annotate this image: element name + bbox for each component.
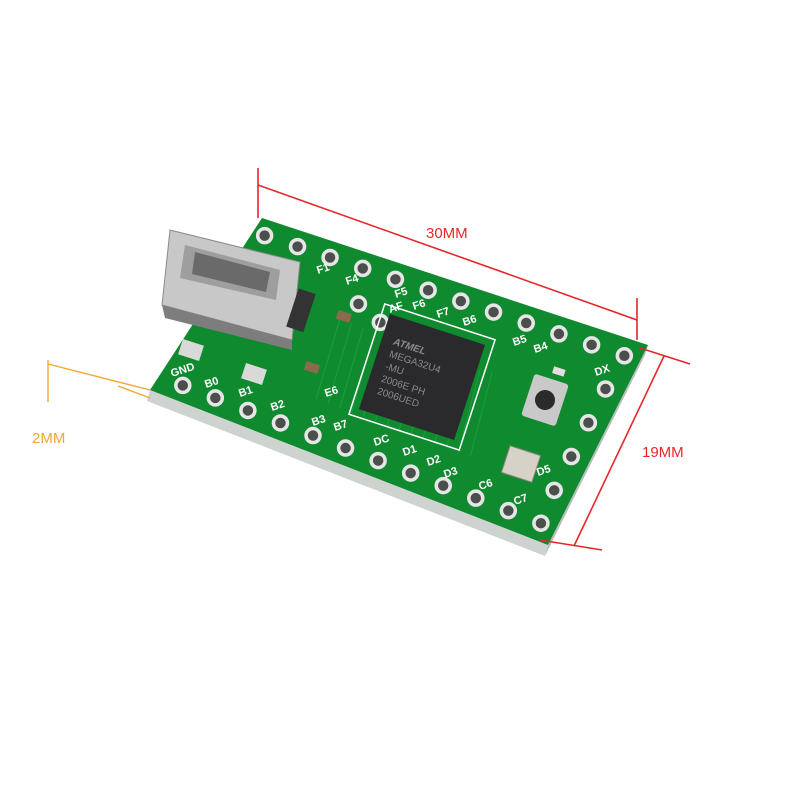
pin-hole [579,414,598,432]
width-label: 19MM [642,444,684,461]
pin-hole [386,270,405,289]
pin-hole [615,347,634,365]
pin-hole [434,476,452,495]
pin-hole [499,501,518,520]
pin-hole [239,401,257,420]
pin-label-d2: D2 [425,453,442,469]
length-dimension [257,168,638,340]
pin-hole [419,281,437,299]
pin-label-d3: D3 [442,465,459,481]
pin-hole [304,426,322,445]
pin-hole [271,414,290,432]
pin-holes [174,226,634,532]
pin-hole [353,259,372,278]
pin-hole [336,439,355,457]
pin-label-dx: DX [593,363,612,379]
pin-label-b4: B4 [532,340,550,356]
board-edge-right [545,345,648,556]
crystal-oscillator [500,445,542,483]
pin-hole [582,336,601,354]
pin-label-b5: B5 [511,333,528,349]
pin-hole [517,314,535,332]
pin-hole [467,489,485,507]
pin-label-b1: B1 [237,384,254,400]
length-label: 30MM [426,225,468,242]
pin-label-b0: B0 [203,375,220,391]
capacitor [303,361,320,374]
pin-hole [174,376,192,395]
pin-label-f7: F7 [435,305,451,320]
pin-hole [349,295,368,313]
pin-label-c6: C6 [477,477,494,493]
width-dimension [539,347,691,551]
pin-hole [255,226,274,245]
reset-button[interactable] [521,374,569,427]
pin-hole [401,464,420,482]
pin-hole [532,514,550,532]
pin-label-c7: C7 [512,492,529,508]
pin-hole [550,325,568,343]
pin-hole [321,248,339,267]
board-edge [147,390,548,556]
thickness-dimension [47,360,151,402]
pin-hole [596,380,615,398]
pin-label-f6: F6 [411,297,427,312]
usb-connector [161,229,316,350]
pin-hole [484,303,503,321]
pin-label-b7: B7 [332,418,349,434]
pad-b1 [241,362,267,386]
pin-label-b6: B6 [461,313,478,329]
pin-hole [562,447,581,466]
led [552,366,566,377]
pin-hole [288,237,307,256]
pin-label-f5: F5 [393,285,409,300]
pin-label-b3: B3 [310,413,327,429]
thickness-label: 2MM [32,430,65,447]
pin-hole [369,451,387,470]
pin-label-af: AF [387,300,405,316]
pin-label-b2: B2 [269,398,286,414]
pin-label-e6: E6 [323,384,340,400]
pin-hole [545,481,563,500]
pin-label-f4: F4 [344,272,361,288]
capacitor [335,310,352,323]
pin-hole [206,389,225,407]
pin-label-d5: D5 [535,463,552,479]
pad-gnd [178,338,204,362]
pin-label-f1: F1 [315,261,331,276]
pin-label-d1: D1 [401,443,418,459]
pin-hole [452,292,470,310]
pin-label-dc: DC [372,433,391,449]
